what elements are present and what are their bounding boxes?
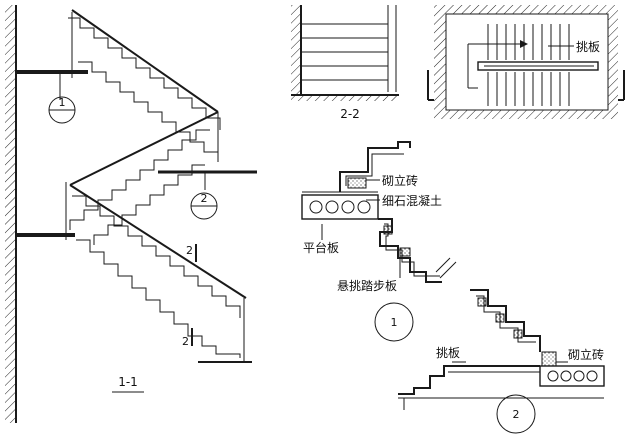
detail-1: 砌立砖 细石混凝土 平台板 悬挑踏步板 1 (301, 141, 457, 342)
label-qi-li-zhuan-1: 砌立砖 (382, 173, 418, 188)
detail-2-core-3 (573, 370, 585, 382)
detail-marker-1-upper: 1 (48, 96, 76, 124)
cut-marker-2-lower: 2 (182, 328, 193, 348)
detail-2-core-1 (547, 370, 559, 382)
detail-marker-2-upper: 2 (190, 192, 218, 220)
flight-1-steps (68, 17, 221, 130)
detail-2-brick-2 (495, 313, 505, 323)
detail-2: 挑板 砌立砖 2 (398, 289, 605, 434)
detail-2-overhang-plate (398, 365, 540, 395)
detail-1-break-1 (435, 257, 451, 273)
detail-1-core-1 (309, 200, 323, 214)
detail-1-core-4 (357, 200, 371, 214)
detail-1-brick-lower (383, 225, 393, 235)
detail-2-tread-profile (470, 289, 541, 352)
svg-text:1: 1 (59, 96, 66, 109)
flight-3-soffit (76, 239, 241, 358)
detail-1-core-2 (325, 200, 339, 214)
plan-direction-arrowhead (520, 40, 528, 48)
label-ping-tai-ban: 平台板 (303, 240, 339, 255)
handrail-3 (69, 184, 247, 299)
flight-2-soffit (93, 164, 205, 245)
detail-2-slab (539, 365, 605, 387)
detail-2-core-2 (560, 370, 572, 382)
label-tiao-ban-top: 挑板 (576, 40, 600, 54)
detail-1-slab (301, 194, 379, 220)
handrail-1 (71, 9, 219, 113)
section-2-2: 2-2 (291, 5, 399, 121)
detail-1-upper-profile (339, 141, 411, 192)
detail-1-brick-lower-2 (399, 247, 411, 257)
cut-marker-1-left (427, 70, 434, 101)
label-xuan-tiao-ta-bu-ban: 悬挑踏步板 (337, 279, 397, 293)
section-1-1: 1 2 2 2 1-1 (5, 5, 257, 423)
detail-marker-1-detail (374, 302, 414, 342)
detail-1-core-3 (341, 200, 355, 214)
label-tiao-ban-bottom: 挑板 (436, 346, 460, 360)
detail-marker-1-detail-label: 1 (391, 316, 398, 329)
caption-section-1-1: 1-1 (118, 375, 138, 389)
svg-text:2: 2 (201, 192, 208, 205)
section-2-2-floor-hatch (291, 95, 399, 101)
svg-text:2: 2 (186, 244, 193, 257)
svg-text:2: 2 (182, 335, 189, 348)
detail-marker-2-detail (496, 394, 536, 434)
detail-marker-2-detail-label: 2 (513, 408, 520, 421)
detail-2-brick-3 (513, 329, 523, 339)
flight-3-steps (72, 195, 241, 318)
label-qi-li-zhuan-2: 砌立砖 (568, 347, 604, 362)
plan-upper-flight (487, 24, 570, 60)
plan-view: 挑板 (427, 5, 625, 119)
detail-2-brick-landing (541, 351, 557, 367)
cut-marker-1-right (618, 70, 625, 101)
flight-2-steps (69, 129, 210, 230)
label-xi-shi-hun-ning-tu: 细石混凝土 (382, 193, 442, 208)
cut-marker-2-upper: 2 (186, 244, 197, 262)
detail-2-brick-1 (477, 297, 487, 307)
detail-1-break-2 (439, 261, 457, 279)
plan-lower-flight (487, 72, 570, 106)
detail-1-brick-upper (347, 177, 367, 189)
handrail-2 (69, 111, 219, 186)
wall-hatch (5, 5, 16, 423)
detail-2-core-4 (586, 370, 598, 382)
section-2-2-wall-hatch (291, 5, 301, 95)
flight-1-soffit (78, 61, 219, 162)
caption-section-2-2: 2-2 (340, 107, 360, 121)
